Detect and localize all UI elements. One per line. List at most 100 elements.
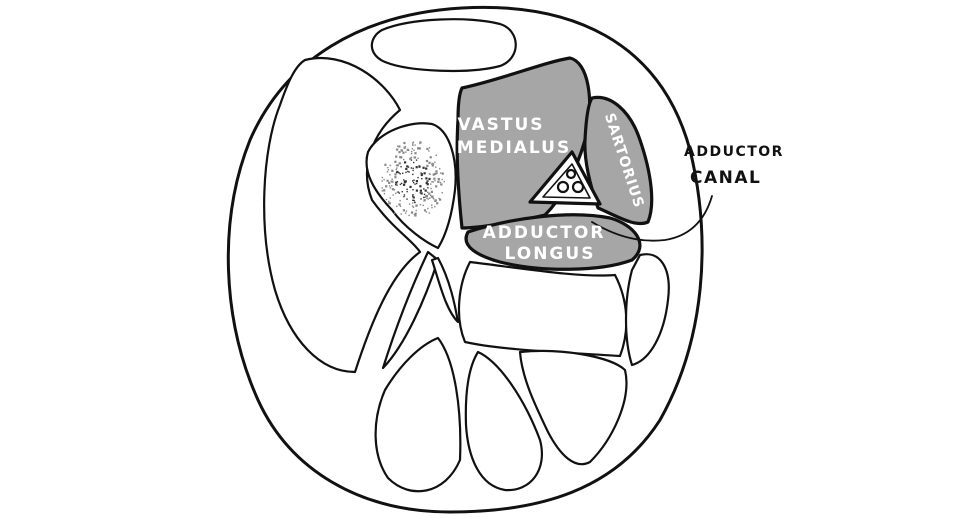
marrow-dot <box>412 173 414 176</box>
marrow-dot <box>393 189 396 191</box>
marrow-dot <box>424 196 426 198</box>
marrow-dot <box>388 202 390 204</box>
marrow-dot <box>415 214 417 216</box>
marrow-dot <box>400 149 402 151</box>
marrow-dot <box>400 149 403 152</box>
marrow-dot <box>383 192 386 195</box>
marrow-dot <box>432 163 435 165</box>
marrow-dot <box>385 198 388 201</box>
marrow-dot <box>415 180 418 183</box>
marrow-dot <box>402 151 405 154</box>
marrow-dot <box>440 183 443 186</box>
marrow-dot <box>426 183 429 186</box>
marrow-dot <box>421 173 423 175</box>
marrow-dot <box>412 143 414 145</box>
marrow-dot <box>415 189 418 192</box>
marrow-dot <box>397 191 399 193</box>
marrow-dot <box>427 207 429 210</box>
marrow-dot <box>395 184 397 186</box>
femoral-artery-circle <box>556 180 570 194</box>
rectus-femoris <box>370 18 517 72</box>
marrow-dot <box>398 192 400 194</box>
marrow-dot <box>428 177 431 181</box>
marrow-dot <box>420 173 423 177</box>
marrow-dot <box>417 157 419 159</box>
vastus-lateralis <box>263 57 422 374</box>
marrow-dot <box>391 180 394 183</box>
marrow-dot <box>404 161 407 164</box>
marrow-dot <box>403 194 406 196</box>
marrow-dot <box>400 213 402 215</box>
marrow-dot <box>413 213 416 216</box>
marrow-dot <box>403 184 406 186</box>
marrow-dot <box>412 167 414 169</box>
marrow-dot <box>412 195 414 197</box>
marrow-dot <box>402 172 404 174</box>
marrow-dot <box>420 192 423 195</box>
marrow-dot <box>411 151 413 153</box>
adductor-brevis <box>457 260 628 358</box>
marrow-dot <box>409 157 412 160</box>
marrow-dot <box>394 173 397 176</box>
marrow-dot <box>412 196 415 199</box>
marrow-dot <box>439 172 442 174</box>
marrow-dot <box>396 167 398 169</box>
marrow-dot <box>437 178 441 181</box>
marrow-dot <box>388 200 390 203</box>
marrow-dot <box>414 201 416 204</box>
marrow-dot <box>406 198 408 200</box>
marrow-dot <box>403 181 406 184</box>
marrow-dot <box>414 144 416 146</box>
marrow-dot <box>432 173 435 176</box>
marrow-dot <box>413 156 416 159</box>
marrow-dot <box>398 151 401 154</box>
marrow-dot <box>431 204 433 206</box>
marrow-dot <box>412 144 414 146</box>
marrow-dot <box>391 188 394 191</box>
marrow-dot <box>405 167 408 171</box>
vastus-medialis-label-line-2: MEDIALUS <box>457 138 571 158</box>
marrow-dot <box>428 147 431 149</box>
marrow-dot <box>434 200 437 202</box>
marrow-dot <box>403 141 406 145</box>
marrow-dot <box>398 172 400 174</box>
marrow-dot <box>395 181 398 184</box>
marrow-dot <box>419 141 422 144</box>
marrow-dot <box>430 195 433 198</box>
marrow-dot <box>423 209 427 212</box>
marrow-dot <box>425 181 428 185</box>
marrow-dot <box>403 158 405 161</box>
marrow-dot <box>428 150 430 152</box>
marrow-dot <box>423 193 426 196</box>
marrow-dot <box>422 166 425 169</box>
marrow-dot <box>417 147 420 150</box>
marrow-dot <box>383 189 386 192</box>
marrow-dot <box>435 166 437 168</box>
marrow-dot <box>413 199 415 202</box>
adductor-canal-label: ADDUCTOR CANAL <box>684 144 790 188</box>
marrow-dot <box>381 187 383 189</box>
marrow-dot <box>443 180 445 183</box>
marrow-dot <box>429 197 431 199</box>
marrow-dot <box>429 173 431 176</box>
marrow-dot <box>414 183 416 185</box>
marrow-dot <box>428 161 431 164</box>
vastus-medialis-label-line-1: VASTUS <box>458 115 545 135</box>
marrow-dot <box>431 162 433 165</box>
marrow-dot <box>436 172 438 174</box>
marrow-dot <box>404 146 407 148</box>
marrow-dot <box>412 199 414 201</box>
marrow-dot <box>434 172 437 175</box>
marrow-dot <box>383 178 385 181</box>
femur-bone <box>365 122 457 250</box>
marrow-dot <box>426 147 429 151</box>
marrow-dot <box>435 154 437 156</box>
marrow-dot <box>426 180 428 182</box>
marrow-dot <box>441 172 444 175</box>
adductor-longus-muscle <box>464 213 642 271</box>
marrow-dot <box>410 167 412 169</box>
gracilis <box>624 253 670 367</box>
marrow-dot <box>398 203 401 206</box>
marrow-dot <box>396 205 398 208</box>
